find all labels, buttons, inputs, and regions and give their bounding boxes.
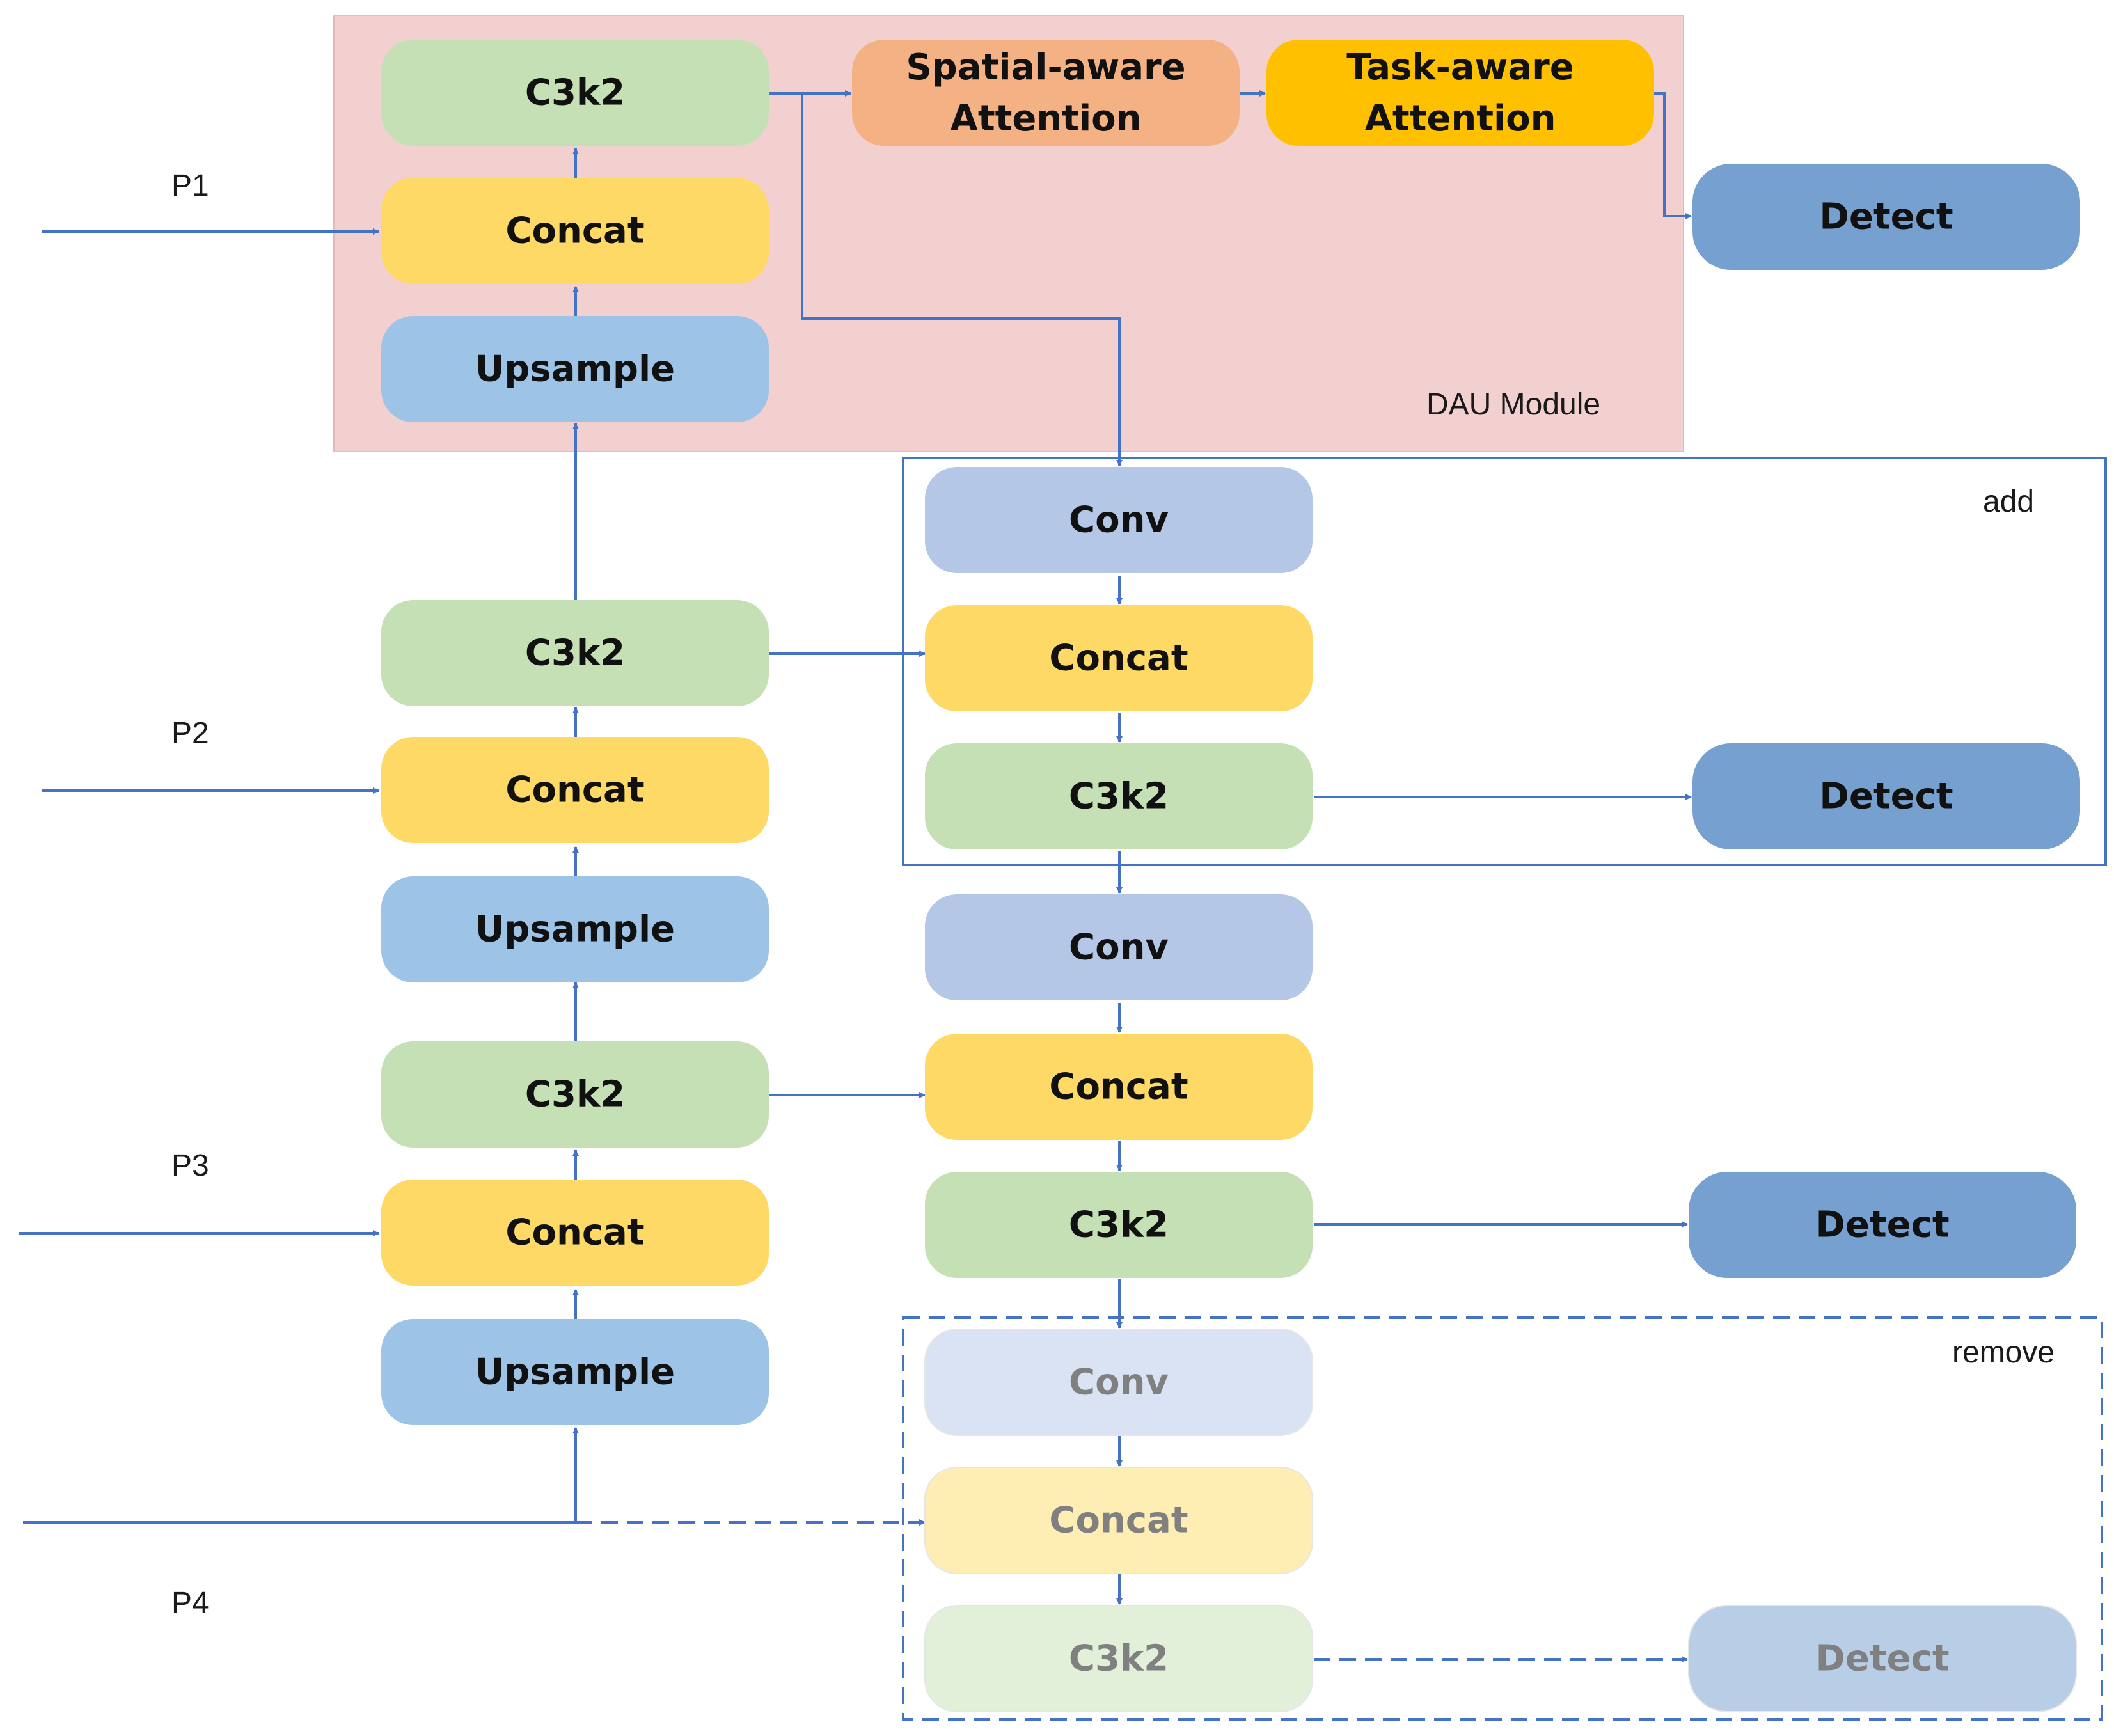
node-mid-concat: [925, 1034, 1313, 1140]
add-region: [902, 457, 2107, 866]
node-label-removed-c3k2: C3k2: [1069, 1638, 1169, 1680]
node-spatial-attention: [852, 40, 1240, 146]
node-label-removed-conv: Conv: [1069, 1362, 1169, 1403]
input-label-p2: P2: [171, 716, 209, 750]
node-label-mid-concat: Concat: [1049, 1066, 1188, 1108]
node-label-add-concat: Concat: [1049, 638, 1188, 679]
node-left-upsample-2: [381, 876, 769, 982]
node-removed-conv: [924, 1329, 1313, 1436]
input-label-p1: P1: [171, 169, 209, 203]
input-label-p4: P4: [171, 1586, 209, 1620]
node-label-left-concat-3: Concat: [505, 1212, 644, 1254]
node-dau-concat: [381, 178, 769, 284]
node-mid-c3k2: [925, 1172, 1313, 1278]
node-label-mid-c3k2: C3k2: [1069, 1204, 1169, 1246]
node-label-removed-concat: Concat: [1049, 1500, 1188, 1542]
node-detect-3: [1689, 1172, 2076, 1278]
node-detect-1: [1692, 164, 2080, 270]
connectors: [19, 90, 1692, 1662]
node-label-left-upsample-2: Upsample: [475, 909, 675, 951]
node-label-add-c3k2: C3k2: [1069, 776, 1169, 817]
node-label-left-c3k2-3: C3k2: [525, 1074, 625, 1116]
node-label-detect-1: Detect: [1819, 196, 1953, 238]
node-removed-c3k2: [924, 1605, 1313, 1712]
nodes: [381, 40, 2080, 1712]
remove-region: [902, 1316, 2103, 1721]
node-add-concat: [925, 605, 1313, 711]
node-label-dau-upsample: Upsample: [475, 349, 675, 390]
node-add-conv: [925, 467, 1313, 573]
node-label-dau-c3k2: C3k2: [525, 72, 625, 114]
node-removed-concat: [924, 1467, 1313, 1574]
node-task-attention: [1266, 40, 1654, 146]
node-label-mid-conv: Conv: [1069, 927, 1169, 968]
node-removed-detect: [1688, 1605, 2077, 1712]
node-labels: Upsample Concat C3k2 Upsample Concat C3k…: [475, 47, 1953, 1680]
node-label-left-upsample-3: Upsample: [475, 1352, 675, 1393]
node-label-detect-2: Detect: [1819, 776, 1953, 817]
input-label-p3: P3: [171, 1149, 209, 1183]
node-left-c3k2-2: [381, 600, 769, 706]
edge-task-to-detect-1: [1654, 92, 1692, 219]
node-label-add-conv: Conv: [1069, 500, 1169, 541]
node-label-left-c3k2-2: C3k2: [525, 633, 625, 674]
dau-module-label: DAU Module: [1426, 388, 1600, 422]
node-label-dau-concat: Concat: [505, 210, 644, 252]
node-add-c3k2: [925, 743, 1313, 849]
node-left-upsample-3: [381, 1319, 769, 1425]
node-left-c3k2-3: [381, 1041, 769, 1148]
node-dau-c3k2: [381, 40, 769, 146]
node-dau-upsample: [381, 316, 769, 422]
node-label-detect-3: Detect: [1815, 1204, 1949, 1246]
node-left-concat-2: [381, 737, 769, 843]
add-label: add: [1983, 485, 2034, 519]
edge-dau-c3k2-to-add-conv: [801, 93, 1123, 466]
node-mid-conv: [925, 894, 1313, 1000]
node-label-removed-detect: Detect: [1815, 1638, 1949, 1680]
node-left-concat-3: [381, 1180, 769, 1286]
remove-label: remove: [1952, 1336, 2055, 1369]
node-label-left-concat-2: Concat: [505, 769, 644, 811]
node-detect-2: [1692, 743, 2080, 849]
